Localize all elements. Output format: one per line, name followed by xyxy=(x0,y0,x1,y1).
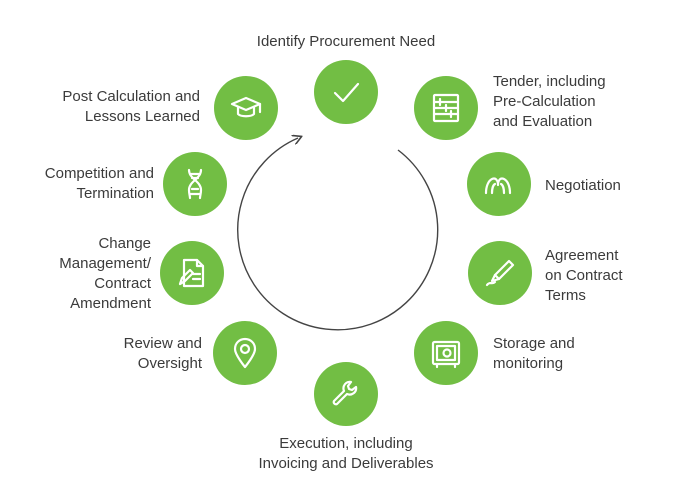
label-line: Contract xyxy=(94,275,151,292)
label-competition: Competition and Termination xyxy=(45,164,154,204)
label-line: Change xyxy=(98,235,151,252)
pen-icon xyxy=(485,259,515,287)
check-icon xyxy=(333,82,360,103)
label-line: Execution, including xyxy=(279,435,413,452)
node-competition xyxy=(163,152,227,216)
node-storage xyxy=(414,321,478,385)
node-identify xyxy=(314,60,378,124)
negotiation-icon xyxy=(484,177,512,195)
document-edit-icon xyxy=(178,258,205,288)
safe-icon xyxy=(431,340,461,369)
node-agreement xyxy=(468,241,532,305)
node-execution xyxy=(314,362,378,426)
label-line: Terms xyxy=(545,287,586,304)
label-execution: Execution, including Invoicing and Deliv… xyxy=(230,434,462,474)
label-line: Identify Procurement Need xyxy=(256,33,436,50)
label-line: Storage and xyxy=(493,335,575,352)
label-line: Pre-Calculation xyxy=(493,93,596,110)
label-line: Review and xyxy=(123,335,202,352)
label-line: Negotiation xyxy=(545,177,621,194)
node-post xyxy=(214,76,278,140)
label-line: Post Calculation and xyxy=(62,88,200,105)
label-line: Competition and xyxy=(44,165,154,182)
cycle-arrow xyxy=(237,138,439,331)
label-post: Post Calculation and Lessons Learned xyxy=(62,87,200,127)
label-line: Oversight xyxy=(137,355,202,372)
label-line: Lessons Learned xyxy=(84,108,200,125)
node-negotiation xyxy=(467,152,531,216)
location-pin-icon xyxy=(233,337,257,369)
graduation-cap-icon xyxy=(230,96,262,118)
label-line: Invoicing and Deliverables xyxy=(258,455,434,472)
label-storage: Storage and monitoring xyxy=(493,334,575,374)
label-review: Review and Oversight xyxy=(124,334,202,374)
label-line: Termination xyxy=(76,185,154,202)
abacus-icon xyxy=(432,93,460,123)
label-change: Change Management/ Contract Amendment xyxy=(59,234,151,314)
label-line: and Evaluation xyxy=(493,113,593,130)
label-identify: Identify Procurement Need xyxy=(240,32,452,52)
label-agreement: Agreement on Contract Terms xyxy=(545,246,623,306)
label-line: Tender, including xyxy=(493,73,606,90)
label-line: Amendment xyxy=(70,295,151,312)
label-line: Agreement xyxy=(545,247,619,264)
label-line: Management/ xyxy=(59,255,151,272)
node-review xyxy=(213,321,277,385)
node-tender xyxy=(414,76,478,140)
label-line: monitoring xyxy=(493,355,564,372)
wrench-icon xyxy=(332,380,358,406)
label-line: on Contract xyxy=(545,267,623,284)
dna-icon xyxy=(187,168,203,200)
label-negotiation: Negotiation xyxy=(545,176,621,196)
node-change xyxy=(160,241,224,305)
label-tender: Tender, including Pre-Calculation and Ev… xyxy=(493,72,606,132)
